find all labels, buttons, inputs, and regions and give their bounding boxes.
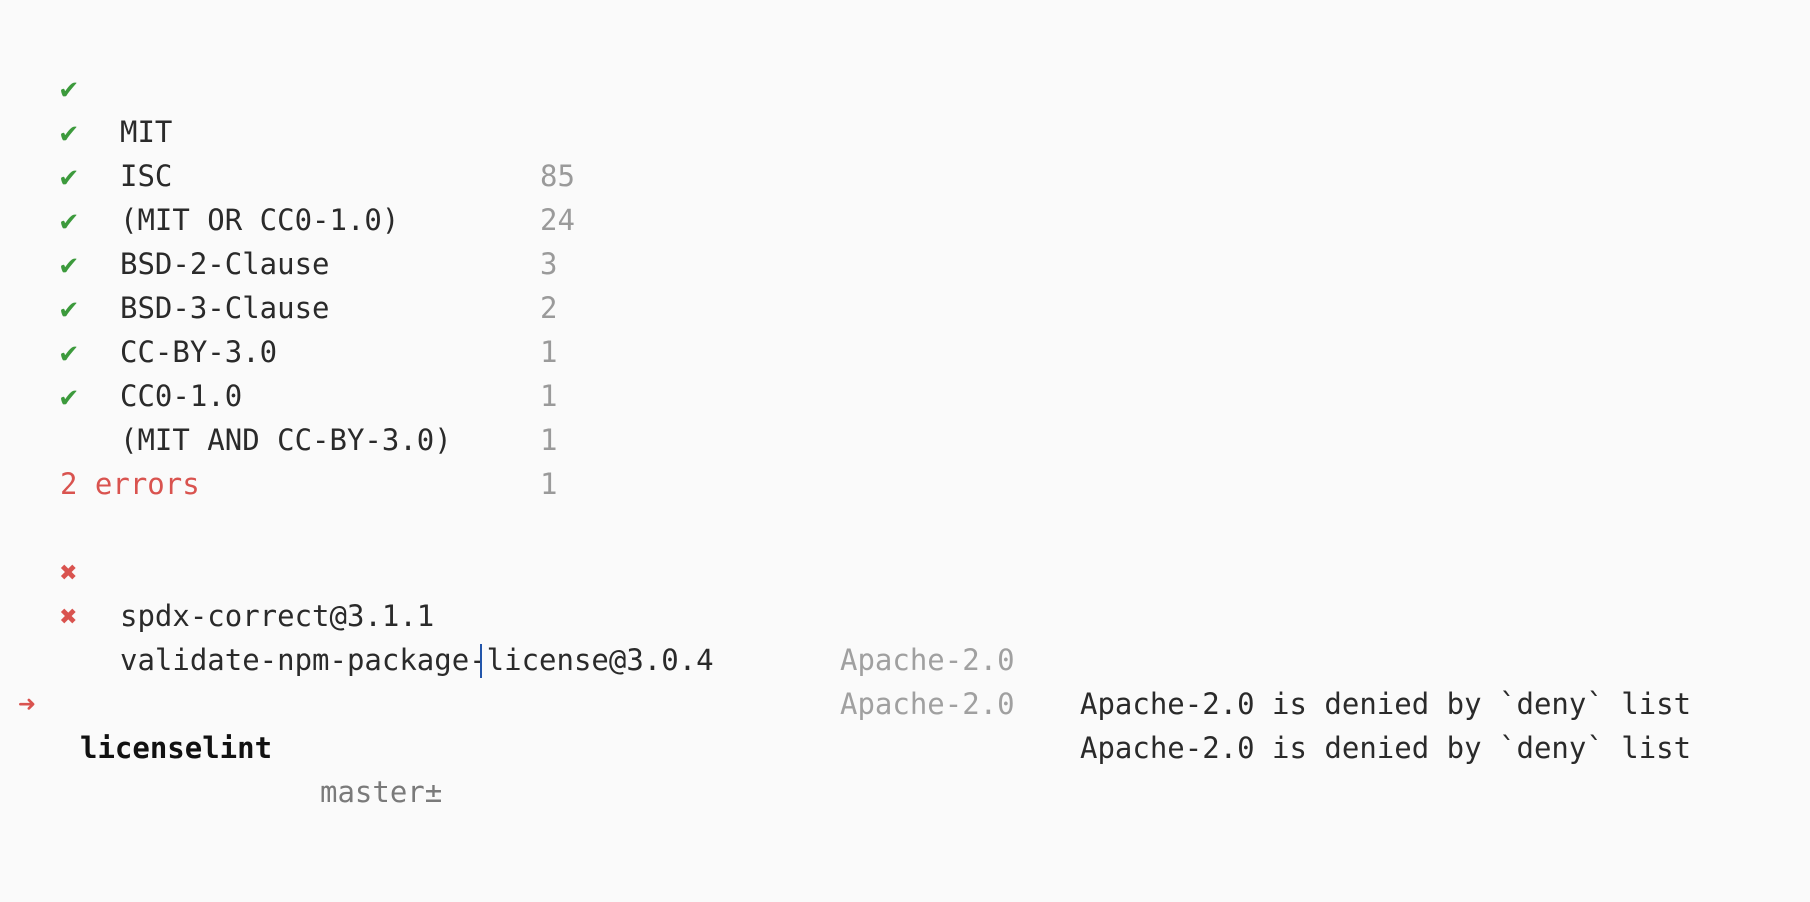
license-count: 24	[540, 203, 575, 237]
check-icon: ✔	[60, 247, 78, 281]
check-icon: ✔	[60, 71, 78, 105]
check-icon: ✔	[60, 159, 78, 193]
license-name: (MIT AND CC-BY-3.0)	[120, 423, 452, 457]
license-row: ✔ ISC 24	[0, 66, 575, 237]
prompt-arrow-icon: ➜	[18, 687, 36, 721]
check-icon: ✔	[60, 335, 78, 369]
prompt-directory: licenselint	[80, 731, 273, 765]
cross-icon: ✖	[60, 555, 78, 589]
license-count: 1	[540, 379, 558, 413]
errors-summary-row: 2 errors	[0, 418, 200, 501]
license-count: 85	[540, 159, 575, 193]
error-row: ✖ validate-npm-package-license@3.0.4 Apa…	[0, 550, 1691, 765]
license-row: ✔ CC0-1.0 1	[0, 286, 557, 457]
check-icon: ✔	[60, 379, 78, 413]
license-count: 2	[540, 291, 558, 325]
error-message: Apache-2.0 is denied by `deny` list	[1080, 687, 1692, 721]
check-icon: ✔	[60, 291, 78, 325]
errors-summary: 2 errors	[60, 467, 200, 501]
license-row: ✔ CC-BY-3.0 1	[0, 242, 557, 413]
terminal-window[interactable]: ✔ MIT 85 ✔ ISC 24 ✔ (MIT OR CC0-1.0) 3 ✔…	[0, 0, 1810, 809]
license-count: 3	[540, 247, 558, 281]
error-row: ✖ spdx-correct@3.1.1 Apache-2.0 Apache-2…	[0, 506, 1691, 721]
license-name: (MIT OR CC0-1.0)	[120, 203, 400, 237]
error-package: spdx-correct@3.1.1	[120, 599, 435, 633]
license-row: ✔ BSD-3-Clause 1	[0, 198, 557, 369]
check-icon: ✔	[60, 203, 78, 237]
license-name: BSD-2-Clause	[120, 247, 330, 281]
error-license: Apache-2.0	[840, 643, 1015, 677]
prompt-git-branch: master±	[320, 775, 443, 809]
check-icon: ✔	[60, 115, 78, 149]
license-row: ✔ (MIT AND CC-BY-3.0) 1	[0, 330, 557, 501]
error-message: Apache-2.0 is denied by `deny` list	[1080, 731, 1692, 765]
license-row: ✔ MIT 85	[0, 22, 575, 193]
text-cursor[interactable]	[480, 644, 482, 678]
license-count: 1	[540, 335, 558, 369]
license-row: ✔ (MIT OR CC0-1.0) 3	[0, 110, 557, 281]
license-name: CC0-1.0	[120, 379, 243, 413]
license-count: 1	[540, 467, 558, 501]
license-name: CC-BY-3.0	[120, 335, 278, 369]
license-name: ISC	[120, 159, 173, 193]
cross-icon: ✖	[60, 599, 78, 633]
license-count: 1	[540, 423, 558, 457]
license-name: MIT	[120, 115, 173, 149]
error-package: validate-npm-package-license@3.0.4	[120, 643, 714, 677]
shell-prompt[interactable]: ➜ licenselint master±	[0, 638, 1810, 809]
error-license: Apache-2.0	[840, 687, 1015, 721]
license-name: BSD-3-Clause	[120, 291, 330, 325]
license-row: ✔ BSD-2-Clause 2	[0, 154, 557, 325]
